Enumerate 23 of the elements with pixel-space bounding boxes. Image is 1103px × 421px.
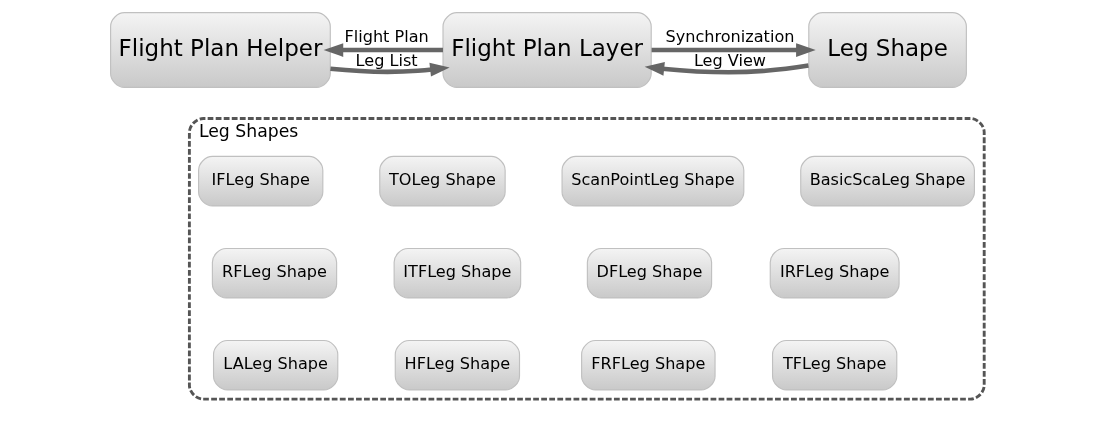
node-box: Flight Plan Helper (109, 12, 331, 88)
arrow (651, 43, 816, 57)
node-box: ScanPointLeg Shape (561, 155, 744, 207)
node-box: HFLeg Shape (394, 339, 520, 391)
node-box: ITFLeg Shape (393, 247, 521, 299)
arrow (323, 43, 443, 57)
node-box: Leg Shape (807, 12, 967, 88)
arrow (329, 62, 450, 77)
arrow (644, 62, 809, 76)
node-box: RFLeg Shape (211, 247, 337, 299)
node-box: FRFLeg Shape (580, 339, 716, 391)
edge-label: Leg List (355, 51, 418, 71)
node-box: DFLeg Shape (586, 247, 712, 299)
edge-label: Flight Plan (344, 27, 429, 47)
edge-label: Leg View (693, 51, 766, 71)
node-box: BasicScaLeg Shape (799, 155, 975, 207)
node-box: Flight Plan Layer (441, 12, 652, 88)
node-box: IRFLeg Shape (769, 247, 900, 299)
node-box: TOLeg Shape (378, 155, 506, 207)
node-box: TFLeg Shape (771, 339, 897, 391)
edge-label: Synchronization (665, 27, 794, 47)
node-box: LALeg Shape (212, 339, 338, 391)
node-box: IFLeg Shape (197, 155, 323, 207)
